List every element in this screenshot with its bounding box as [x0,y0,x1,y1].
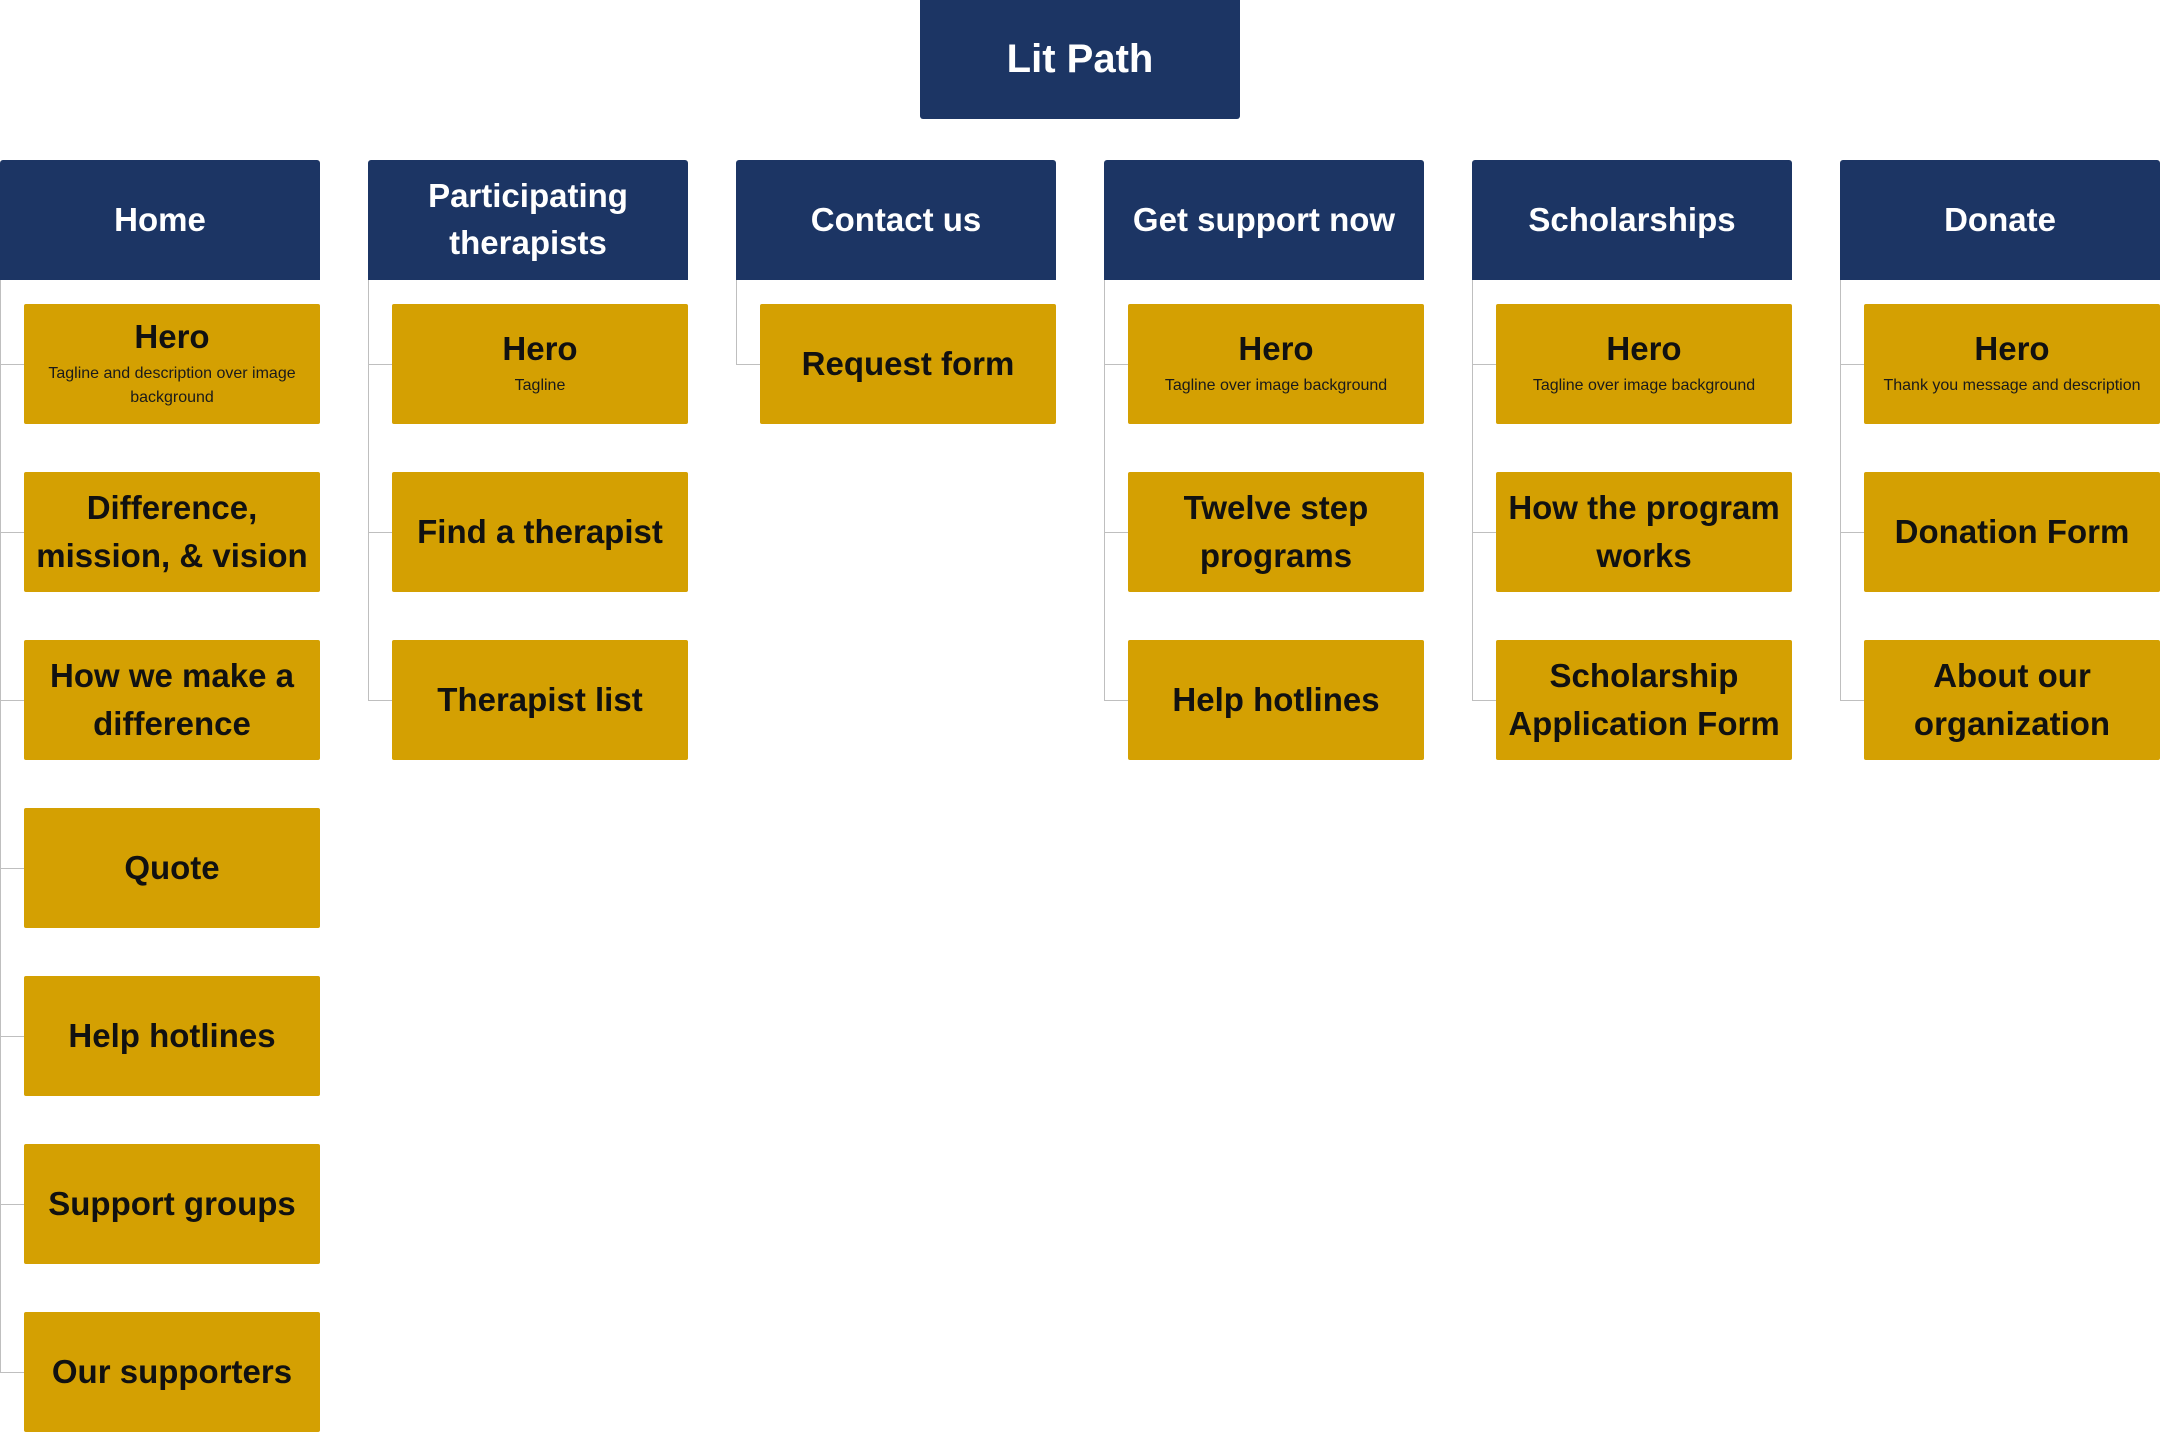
connector-line [368,280,369,701]
section-title: Find a therapist [417,513,663,551]
page-section-scholarships-scholarship-application-form: Scholarship Application Form [1496,640,1792,760]
section-header-participating-therapists: Participating therapists [368,160,688,280]
section-title: Difference, mission, & vision [36,489,308,574]
section-title: Quote [124,849,220,887]
section-title: Hero [502,330,578,368]
connector-line [736,280,737,365]
page-section-home-help-hotlines: Help hotlines [24,976,320,1096]
page-section-participating-therapists-find-a-therapist: Find a therapist [392,472,688,592]
connector-stub [0,1036,24,1037]
section-title: Support groups [48,1185,296,1223]
section-header-label: Get support now [1132,200,1396,238]
connector-stub [1472,532,1496,533]
page-section-contact-us-request-form: Request form [760,304,1056,424]
connector-stub [736,364,760,365]
section-title: Hero [1974,330,2050,368]
section-description: Tagline and description over image backg… [48,364,296,406]
connector-stub [1104,364,1128,365]
connector-stub [1840,364,1864,365]
section-description: Tagline over image background [1532,376,1756,394]
connector-stub [1840,532,1864,533]
section-header-label: Contact us [810,200,982,238]
page-section-participating-therapists-therapist-list: Therapist list [392,640,688,760]
root-node: Lit Path [920,0,1240,119]
section-header-donate: Donate [1840,160,2160,280]
connector-stub [1104,532,1128,533]
page-section-donate-donation-form: Donation Form [1864,472,2160,592]
page-section-donate-about-our-organization: About our organization [1864,640,2160,760]
connector-stub [1104,700,1128,701]
page-section-get-support-now-help-hotlines: Help hotlines [1128,640,1424,760]
page-section-home-support-groups: Support groups [24,1144,320,1264]
connector-stub [0,1204,24,1205]
section-header-label: Scholarships [1528,200,1736,238]
section-title: Therapist list [437,681,643,719]
section-title: Scholarship Application Form [1508,657,1780,742]
connector-line [1840,280,1841,701]
connector-line [1104,280,1105,701]
connector-line [0,280,1,1373]
section-header-label: Participating therapists [428,177,628,261]
section-header-home: Home [0,160,320,280]
section-header-get-support-now: Get support now [1104,160,1424,280]
section-title: Help hotlines [1172,681,1380,719]
page-section-scholarships-how-the-program-works: How the program works [1496,472,1792,592]
section-title: Hero [1238,330,1314,368]
page-section-home-our-supporters: Our supporters [24,1312,320,1432]
section-title: Twelve step programs [1183,489,1369,574]
section-header-label: Donate [1944,200,2056,238]
page-section-home-difference-mission-vision: Difference, mission, & vision [24,472,320,592]
page-section-home-how-we-make-a-difference: How we make a difference [24,640,320,760]
section-title: Hero [134,318,210,356]
connector-stub [1472,700,1496,701]
connector-stub [368,532,392,533]
section-title: Help hotlines [68,1017,276,1055]
connector-stub [1840,700,1864,701]
connector-stub [0,364,24,365]
connector-stub [368,364,392,365]
connector-stub [0,868,24,869]
section-header-scholarships: Scholarships [1472,160,1792,280]
connector-stub [0,532,24,533]
section-description: Tagline [514,376,566,394]
section-title: How we make a difference [50,657,294,742]
section-title: Our supporters [51,1353,293,1391]
section-header-contact-us: Contact us [736,160,1056,280]
connector-stub [0,1372,24,1373]
connector-stub [0,700,24,701]
section-title: How the program works [1508,489,1780,574]
section-title: Donation Form [1894,513,2130,551]
root-label: Lit Path [1006,37,1154,81]
section-title: Request form [801,345,1015,383]
page-section-home-quote: Quote [24,808,320,928]
section-title: About our organization [1913,657,2111,742]
section-header-label: Home [114,200,206,238]
connector-line [1472,280,1473,701]
connector-stub [368,700,392,701]
section-description: Tagline over image background [1164,376,1388,394]
section-description: Thank you message and description [1883,376,2141,394]
connector-stub [1472,364,1496,365]
page-section-get-support-now-twelve-step-programs: Twelve step programs [1128,472,1424,592]
section-title: Hero [1606,330,1682,368]
